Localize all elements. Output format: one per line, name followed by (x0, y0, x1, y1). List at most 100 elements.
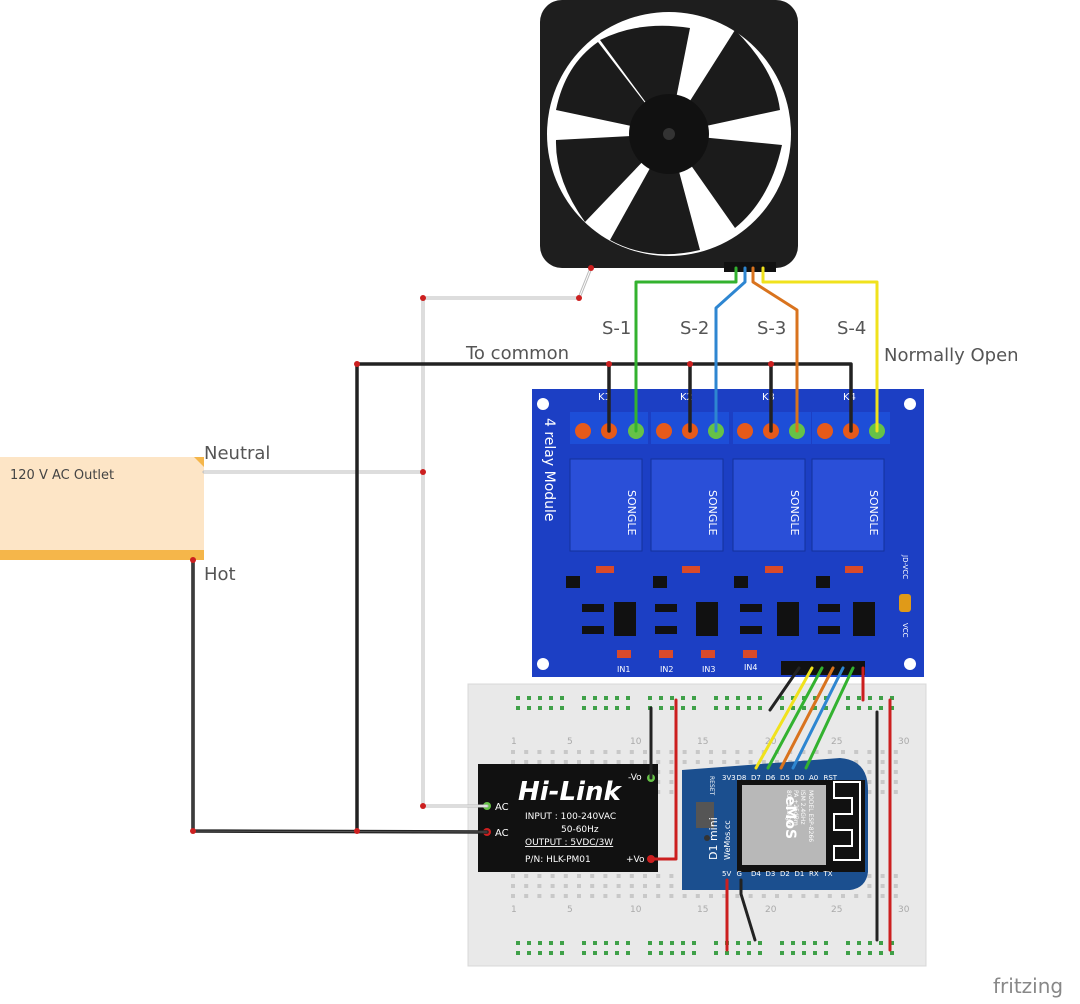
rail-hole (604, 706, 608, 710)
rail-hole (890, 951, 894, 955)
rail-hole (692, 941, 696, 945)
grid-hole (801, 894, 806, 898)
rail-hole (725, 696, 729, 700)
grid-hole (563, 760, 568, 764)
grid-hole (563, 874, 568, 878)
bb-col-10-bottom: 10 (630, 905, 642, 915)
input-label-4: IN4 (744, 663, 757, 672)
hilink-pin-ac1: AC (495, 802, 509, 813)
grid-hole (722, 760, 727, 764)
wire-d7-yellow (754, 666, 814, 770)
grid-hole (590, 760, 595, 764)
grid-hole (616, 874, 621, 878)
grid-hole (616, 750, 621, 754)
grid-hole (656, 884, 661, 888)
rail-hole (813, 696, 817, 700)
grid-hole (748, 750, 753, 754)
grid-hole (669, 750, 674, 754)
rail-hole (582, 706, 586, 710)
rail-hole (527, 706, 531, 710)
rail-hole (747, 941, 751, 945)
wire-d0-blue (791, 666, 845, 770)
grid-hole (603, 884, 608, 888)
grid-hole (577, 750, 581, 754)
grid-hole (695, 750, 700, 754)
bb-col-25-bottom: 25 (831, 905, 842, 915)
breadboard-rail-holes (516, 696, 894, 955)
grid-hole (854, 894, 859, 898)
rail-hole (846, 951, 850, 955)
rail-hole (714, 696, 718, 700)
grid-hole (603, 894, 608, 898)
wire-hot-inner (192, 559, 488, 833)
grid-hole (880, 760, 885, 764)
label-neutral: Neutral (204, 443, 270, 464)
d1-pin-label: D8 (737, 774, 747, 782)
grid-hole (854, 760, 859, 764)
rail-hole (846, 696, 850, 700)
grid-hole (867, 750, 872, 754)
d1-pin-label: D2 (780, 870, 790, 878)
d1-pin-label: D4 (751, 870, 761, 878)
grid-hole (669, 894, 674, 898)
rail-hole (549, 941, 553, 945)
grid-hole (563, 894, 568, 898)
relay-brand: SONGLE (867, 490, 880, 536)
label-s3: S-3 (757, 318, 786, 339)
grid-hole (893, 894, 898, 898)
grid-hole (577, 884, 581, 888)
grid-hole (735, 750, 740, 754)
grid-hole (827, 750, 832, 754)
grid-hole (550, 750, 555, 754)
grid-hole (629, 760, 634, 764)
grid-hole (656, 874, 661, 878)
rail-hole (868, 706, 872, 710)
grid-hole (511, 874, 515, 878)
grid-hole (656, 770, 661, 774)
rail-hole (593, 951, 597, 955)
grid-hole (841, 750, 845, 754)
grid-hole (524, 874, 529, 878)
grid-hole (550, 894, 555, 898)
rail-hole (857, 941, 861, 945)
d1-pin-label: 3V3 (722, 774, 736, 782)
grid-hole (629, 750, 634, 754)
grid-hole (880, 790, 885, 794)
rail-hole (692, 951, 696, 955)
grid-hole (748, 894, 753, 898)
grid-hole (669, 770, 674, 774)
rail-hole (813, 706, 817, 710)
hilink-input: INPUT : 100-240VAC (525, 812, 616, 822)
grid-hole (682, 750, 687, 754)
rail-hole (813, 951, 817, 955)
d1-module-ism: ISM 2.4GHz (799, 790, 806, 825)
rail-hole (604, 941, 608, 945)
grid-hole (629, 874, 634, 878)
rail-hole (890, 706, 894, 710)
grid-hole (761, 760, 766, 764)
rail-hole (626, 941, 630, 945)
grid-hole (867, 770, 872, 774)
grid-hole (537, 894, 542, 898)
rail-hole (538, 706, 542, 710)
d1-mini-board: eMoS MODEL ESP-8266 ISM 2.4GHz PA +25dBm… (682, 758, 868, 890)
rail-hole (593, 941, 597, 945)
rail-hole (659, 941, 663, 945)
wire-to-common (355, 362, 853, 833)
rail-hole (802, 941, 806, 945)
grid-hole (590, 884, 595, 888)
rail-hole (747, 696, 751, 700)
grid-hole (893, 790, 898, 794)
rail-hole (648, 941, 652, 945)
rail-hole (560, 706, 564, 710)
grid-hole (537, 884, 542, 888)
d1-module-pa: PA +25dBm (792, 790, 799, 826)
hilink-output: OUTPUT : 5VDC/3W (525, 838, 613, 848)
d1-reset-label: RESET (708, 776, 715, 796)
rail-hole (846, 706, 850, 710)
rail-hole (813, 941, 817, 945)
bb-col-30-bottom: 30 (898, 905, 910, 915)
rail-hole (516, 941, 520, 945)
rail-hole (802, 696, 806, 700)
